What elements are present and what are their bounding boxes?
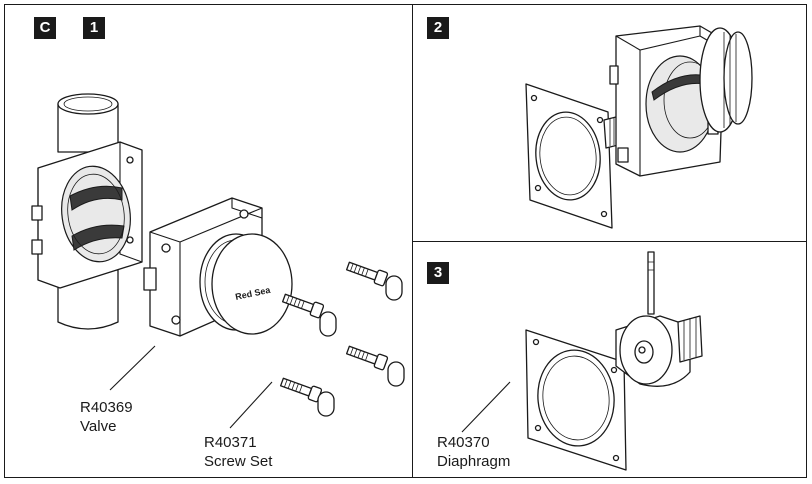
valve-callout: R40369 Valve xyxy=(80,398,133,436)
diaphragm-part-code: R40370 xyxy=(437,434,490,451)
step3-illustration xyxy=(525,251,703,471)
screw-set-callout: R40371 Screw Set xyxy=(204,433,272,471)
step-2-badge: 2 xyxy=(427,17,449,39)
panel-divider-horizontal xyxy=(412,241,807,242)
screw-set-part-code: R40371 xyxy=(204,434,257,451)
section-badge: C xyxy=(34,17,56,39)
valve-part-code: R40369 xyxy=(80,399,133,416)
step-3-badge: 3 xyxy=(427,262,449,284)
screw-set-part-name: Screw Set xyxy=(204,453,273,470)
diaphragm-leader-line xyxy=(461,381,511,433)
valve-part-name: Valve xyxy=(80,418,117,435)
step-1-badge: 1 xyxy=(83,17,105,39)
diaphragm-callout: R40370 Diaphragm xyxy=(437,433,510,471)
screw-set-illustration xyxy=(279,261,405,417)
diaphragm-part-name: Diaphragm xyxy=(437,453,511,470)
screw-set-leader-line xyxy=(229,381,273,429)
valve-leader-line xyxy=(109,345,156,391)
valve-body-illustration xyxy=(31,93,143,330)
valve-dial-illustration: Red Sea xyxy=(143,197,293,337)
step2-illustration xyxy=(525,25,753,229)
